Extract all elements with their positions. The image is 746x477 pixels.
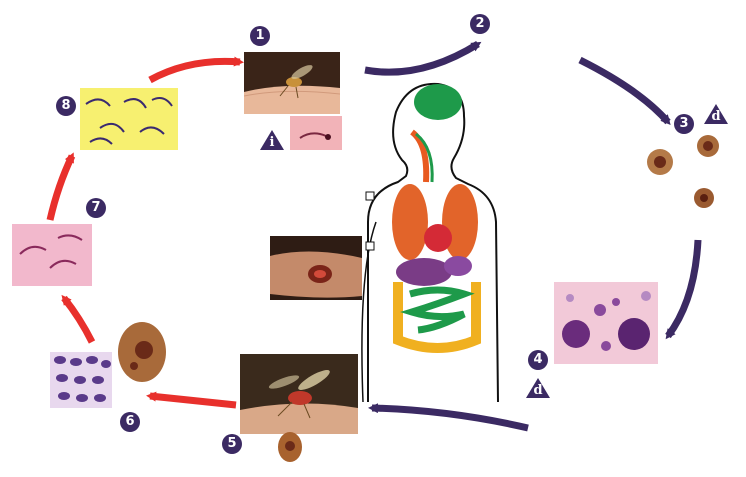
arrow-6-to-7 bbox=[61, 294, 96, 344]
stage-1-badge: 1 bbox=[250, 26, 270, 46]
stage-7-badge: 7 bbox=[86, 198, 106, 218]
stomach bbox=[444, 256, 472, 276]
arrow-4-to-5 bbox=[368, 403, 529, 432]
infected-cells-smear-photo bbox=[50, 352, 112, 408]
small-intestine bbox=[400, 286, 475, 334]
arrow-8-to-1 bbox=[148, 56, 244, 84]
stage-6-badge: 6 bbox=[120, 412, 140, 432]
diagnostic-stage-marker-label: d bbox=[533, 383, 543, 398]
free-amastigote-photo bbox=[118, 322, 166, 382]
diagnostic-stage-marker-4: d bbox=[526, 378, 550, 398]
promastigote-proboscis-photo bbox=[80, 88, 178, 150]
heart bbox=[424, 224, 452, 252]
infective-stage-marker: i bbox=[260, 130, 284, 150]
trachea bbox=[410, 129, 430, 183]
human-body-diagram bbox=[361, 82, 499, 403]
diagnostic-stage-marker-label: d bbox=[711, 109, 721, 124]
arrow-3-to-4 bbox=[665, 239, 702, 340]
brain bbox=[414, 84, 462, 120]
stage-4-badge: 4 bbox=[528, 350, 548, 370]
infective-stage-marker-label: i bbox=[269, 135, 275, 150]
esophagus bbox=[415, 132, 434, 183]
promastigote-midgut-photo bbox=[12, 224, 92, 286]
stage-8-badge: 8 bbox=[56, 96, 76, 116]
arrow-7-to-8 bbox=[46, 152, 76, 221]
stage-5-badge: 5 bbox=[222, 434, 242, 454]
amastigote-cells-photo bbox=[647, 135, 719, 208]
left-lung bbox=[392, 184, 428, 260]
promastigote-inset-photo bbox=[290, 116, 342, 150]
arrow-1-to-2 bbox=[364, 41, 482, 76]
tissue-smear-photo bbox=[554, 282, 658, 364]
diagnostic-stage-marker-3: d bbox=[704, 104, 728, 124]
stage-3-badge: 3 bbox=[674, 114, 694, 134]
large-intestine bbox=[393, 282, 481, 353]
arrow-2-to-3 bbox=[578, 56, 671, 126]
arrow-5-to-6 bbox=[146, 391, 237, 409]
right-lung bbox=[442, 184, 478, 260]
sandfly-feeding-photo bbox=[240, 354, 358, 434]
liver bbox=[396, 258, 452, 286]
skin-lesion-photo bbox=[270, 236, 362, 300]
sandfly-bite-photo bbox=[244, 52, 340, 114]
ingested-macrophage-photo bbox=[278, 432, 302, 462]
stage-2-badge: 2 bbox=[470, 14, 490, 34]
